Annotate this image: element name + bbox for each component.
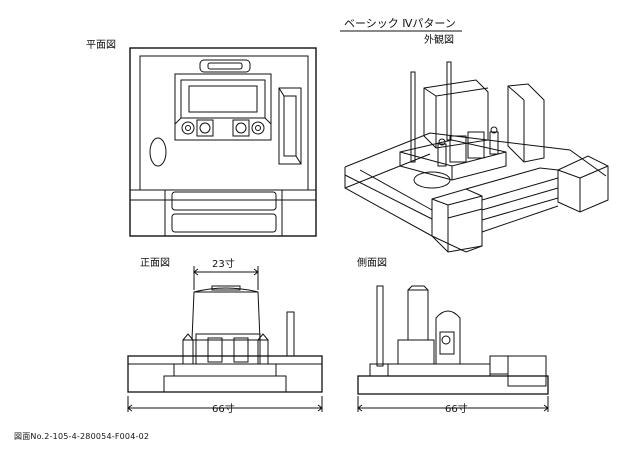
side-view bbox=[357, 285, 549, 412]
side-width-dimension: 66寸 bbox=[445, 404, 468, 415]
front-view bbox=[127, 266, 323, 412]
exterior-view bbox=[344, 61, 609, 253]
drawing-number: 図面No.2-105-4-280054-F004-02 bbox=[14, 432, 150, 441]
plan-view bbox=[129, 47, 317, 237]
front-width-dimension: 66寸 bbox=[212, 404, 235, 415]
drawing-title: ベーシック Ⅳパターン bbox=[344, 17, 456, 30]
plan-view-label: 平面図 bbox=[86, 40, 116, 51]
front-view-label: 正面図 bbox=[140, 258, 170, 269]
exterior-view-label: 外観図 bbox=[424, 35, 454, 46]
top-width-dimension: 23寸 bbox=[212, 259, 235, 270]
side-view-label: 側面図 bbox=[357, 258, 387, 269]
